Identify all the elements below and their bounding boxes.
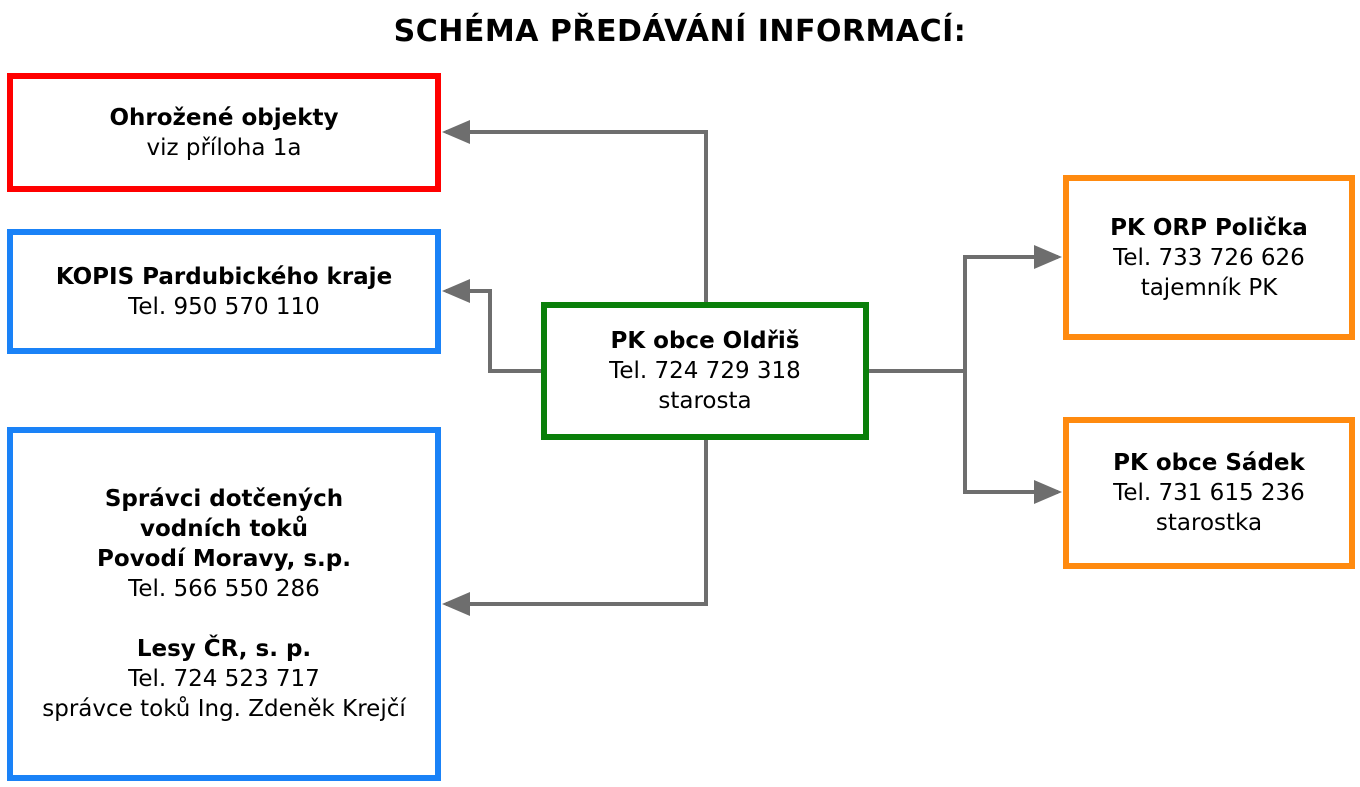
connector-to-ohrozene xyxy=(446,130,708,302)
arrow-to-kopis xyxy=(442,279,470,303)
spravci-heading-2: vodních toků xyxy=(140,516,308,542)
connector-to-sadek xyxy=(963,371,1058,494)
spravci-phone-1: Tel. 566 550 286 xyxy=(128,576,320,602)
spravci-heading-1: Správci dotčených xyxy=(104,486,344,512)
box-ohrozene-objekty: Ohrožené objekty viz příloha 1a xyxy=(7,73,441,192)
diagram-title: SCHÉMA PŘEDÁVÁNÍ INFORMACÍ: xyxy=(393,14,967,49)
kopis-phone: Tel. 950 570 110 xyxy=(128,293,320,320)
box-pk-orp-policka: PK ORP Polička Tel. 733 726 626 tajemník… xyxy=(1063,175,1355,340)
orp-phone: Tel. 733 726 626 xyxy=(1113,244,1305,271)
sadek-phone: Tel. 731 615 236 xyxy=(1113,480,1305,506)
center-heading: PK obce Oldřiš xyxy=(610,328,800,354)
ohrozene-reference: viz příloha 1a xyxy=(146,134,302,161)
spravci-note: správce toků Ing. Zdeněk Krejčí xyxy=(42,696,406,722)
connector-to-kopis xyxy=(446,289,541,373)
spravci-heading-4: Lesy ČR, s. p. xyxy=(136,636,312,662)
box-pk-obce-oldris: PK obce Oldřiš Tel. 724 729 318 starosta xyxy=(541,302,869,440)
connector-to-spravci xyxy=(446,440,708,606)
center-phone: Tel. 724 729 318 xyxy=(609,358,801,384)
orp-heading: PK ORP Polička xyxy=(1110,214,1308,241)
orp-role: tajemník PK xyxy=(1140,274,1278,301)
box-kopis: KOPIS Pardubického kraje Tel. 950 570 11… xyxy=(7,229,441,354)
arrow-to-sadek xyxy=(1034,480,1062,504)
sadek-heading: PK obce Sádek xyxy=(1113,450,1305,476)
center-role: starosta xyxy=(658,388,752,414)
box-pk-obce-sadek: PK obce Sádek Tel. 731 615 236 starostka xyxy=(1063,417,1355,569)
spravci-heading-3: Povodí Moravy, s.p. xyxy=(97,546,351,572)
connector-to-orp xyxy=(869,255,1058,373)
spravci-phone-2: Tel. 724 523 717 xyxy=(128,666,320,692)
arrow-to-spravci xyxy=(442,592,470,616)
kopis-heading: KOPIS Pardubického kraje xyxy=(55,263,393,290)
box-spravci-toku: Správci dotčených vodních toků Povodí Mo… xyxy=(7,427,441,781)
sadek-role: starostka xyxy=(1155,510,1263,536)
ohrozene-heading: Ohrožené objekty xyxy=(109,104,339,131)
arrow-to-orp xyxy=(1034,245,1062,269)
arrow-to-ohrozene xyxy=(442,120,470,144)
